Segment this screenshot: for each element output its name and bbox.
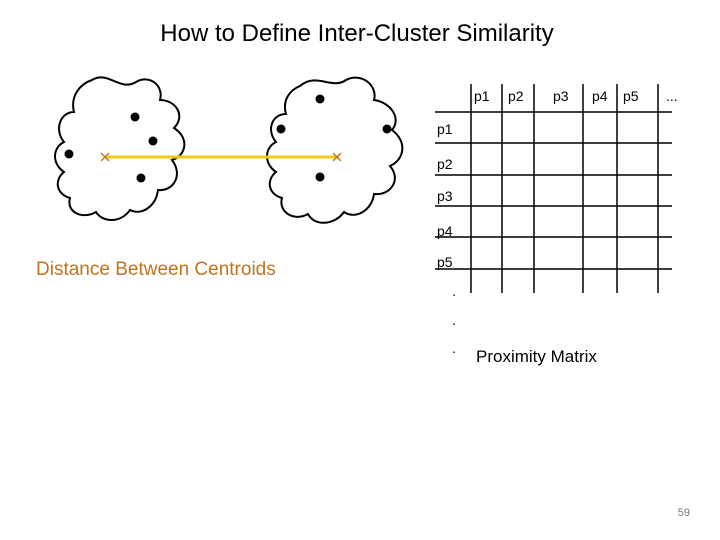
cluster-point	[64, 149, 74, 159]
matrix-row-header-p3: p3	[437, 188, 453, 204]
matrix-col-header-p1: p1	[474, 88, 490, 104]
matrix-col-header-p4: p4	[592, 88, 608, 104]
cluster-point	[276, 124, 286, 134]
cluster-right-outline	[266, 76, 404, 224]
matrix-row-continuation-dot: .	[452, 283, 456, 299]
matrix-row-header-p4: p4	[437, 223, 453, 239]
cluster-point	[315, 94, 325, 104]
cluster-point	[382, 124, 392, 134]
centroid-left-icon	[100, 152, 110, 162]
page-number: 59	[677, 507, 690, 519]
matrix-col-header-ellipsis: ...	[666, 88, 678, 104]
cluster-point	[136, 173, 146, 183]
cluster-left-outline	[54, 76, 186, 221]
matrix-col-header-p2: p2	[508, 88, 524, 104]
matrix-col-header-p5: p5	[623, 88, 639, 104]
matrix-row-continuation-dot: .	[452, 312, 456, 328]
matrix-grid	[435, 84, 672, 293]
matrix-row-header-p5: p5	[437, 254, 453, 270]
matrix-caption: Proximity Matrix	[476, 347, 597, 366]
slide-title: How to Define Inter-Cluster Similarity	[160, 20, 554, 47]
matrix-row-continuation-dot: .	[452, 340, 456, 356]
cluster-point	[315, 172, 325, 182]
cluster-point	[130, 112, 140, 122]
matrix-col-header-p3: p3	[553, 88, 569, 104]
centroid-right-icon	[332, 152, 342, 162]
matrix-row-header-p2: p2	[437, 156, 453, 172]
cluster-point	[148, 136, 158, 146]
matrix-row-header-p1: p1	[437, 121, 453, 137]
diagram-caption: Distance Between Centroids	[36, 259, 276, 280]
